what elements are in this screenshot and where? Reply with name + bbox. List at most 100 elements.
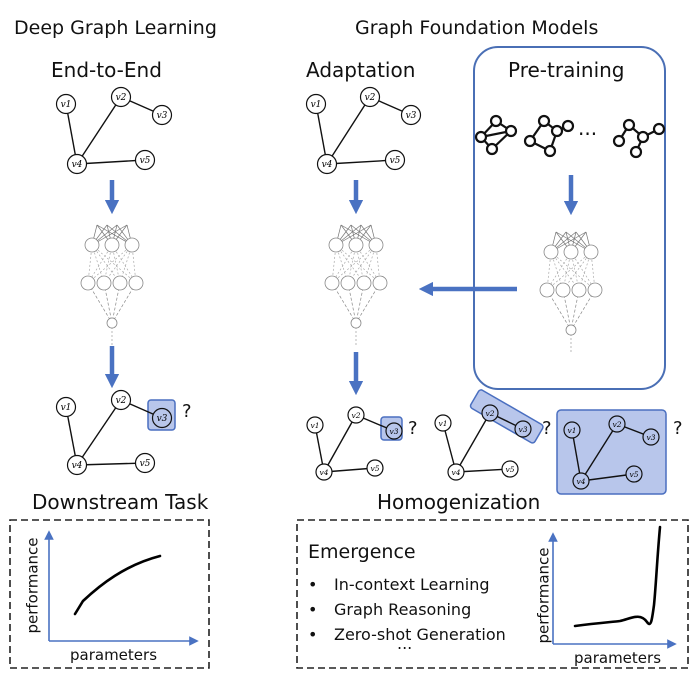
- graph-node: [572, 472, 590, 490]
- emergence-more: ...: [397, 634, 413, 653]
- question-mark-adapt-node: ?: [408, 418, 418, 439]
- left-plot-xlabel: parameters: [70, 646, 158, 664]
- output-graph-adapt-edge: v1 v2 v3 v4 v5: [434, 404, 532, 481]
- pretrain-graph-node: [523, 134, 537, 148]
- pretraining-heading: Pre-training: [508, 58, 625, 82]
- gnn-adapt: [324, 224, 388, 345]
- emergence-item: Zero-shot Generation: [308, 622, 506, 647]
- left-plot-ylabel: performance: [23, 537, 42, 634]
- pretrain-graph-node: [504, 124, 518, 138]
- graph-node: [151, 104, 173, 126]
- pretrain-graph-node: [622, 118, 636, 132]
- graph-node-label: v1: [61, 403, 72, 413]
- graph-node: [384, 149, 406, 171]
- graph-node-label: v5: [140, 156, 151, 166]
- graph-node: [305, 93, 327, 115]
- pretrain-graph-1: [474, 114, 518, 156]
- graph-node: [563, 421, 581, 439]
- graph-node-label: v4: [322, 160, 333, 170]
- pretrain-graph-node: [652, 122, 666, 136]
- graph-node: [316, 153, 338, 175]
- graph-node: [481, 404, 499, 422]
- graph-node-label: v1: [310, 421, 319, 430]
- pretrain-graph-node: [474, 130, 488, 144]
- graph-node-label: v4: [72, 461, 83, 471]
- left-plot-axes: [44, 530, 199, 646]
- graph-node: [315, 463, 333, 481]
- adaptation-heading: Adaptation: [306, 58, 416, 82]
- graph-node-label: v4: [451, 468, 460, 477]
- graph-node-label: v2: [116, 93, 127, 103]
- question-mark-adapt-graph: ?: [673, 418, 683, 439]
- graph-node-label: v4: [576, 477, 585, 486]
- graph-node-label: v5: [629, 470, 638, 479]
- graph-node-label: v4: [319, 468, 328, 477]
- pretrain-graph-node: [489, 114, 503, 128]
- pretrain-graph-node: [561, 119, 575, 133]
- emergence-item: In-context Learning: [308, 572, 506, 597]
- graph-node-label: v2: [116, 396, 127, 406]
- graph-node-label: v3: [406, 111, 417, 121]
- graph-node: [134, 149, 156, 171]
- graph-node-label: v3: [518, 425, 527, 434]
- graph-node: [366, 459, 384, 477]
- end-to-end-heading: End-to-End: [51, 58, 162, 82]
- graph-node: [55, 396, 77, 418]
- pretrain-graph-node: [612, 134, 626, 148]
- pretrain-graph-node: [629, 145, 643, 159]
- graph-node-label: v2: [485, 409, 494, 418]
- gnn-left: [80, 224, 144, 345]
- pretraining-frame: [473, 46, 666, 390]
- graph-node-label: v3: [646, 433, 655, 442]
- graph-node-label: v1: [567, 426, 576, 435]
- downstream-task-box: [9, 519, 210, 669]
- graph-node: [501, 460, 519, 478]
- pretrain-graph-node: [537, 114, 551, 128]
- graph-node-label: v5: [505, 465, 514, 474]
- gnn-pretrain: [539, 231, 603, 352]
- graph-node: [625, 465, 643, 483]
- homogenization-box: [296, 519, 689, 669]
- output-graph-adapt-graph: v1 v2 v3 v4 v5: [563, 415, 660, 490]
- graph-node-label: v5: [370, 464, 379, 473]
- pretrain-graph-node: [485, 142, 499, 156]
- emergence-list: In-context Learning Graph Reasoning Zero…: [308, 572, 506, 647]
- graph-node: [385, 422, 403, 440]
- question-mark-node-task: ?: [182, 401, 192, 422]
- pretrain-graphs-ellipsis: ...: [578, 116, 598, 140]
- right-plot-axes: [548, 532, 677, 649]
- output-graph-left: v1 v2 v3 v4 v5: [55, 389, 173, 476]
- question-mark-adapt-edge: ?: [542, 418, 552, 439]
- graph-node: [55, 93, 77, 115]
- graph-node: [134, 452, 156, 474]
- pretrain-graph-node: [636, 130, 650, 144]
- right-plot-ylabel: performance: [534, 547, 553, 644]
- right-plot-xlabel: parameters: [574, 649, 662, 667]
- graph-node-label: v1: [61, 100, 72, 110]
- graph-node-label: v1: [311, 100, 322, 110]
- graph-node: [608, 415, 626, 433]
- graph-node: [306, 416, 324, 434]
- graph-node-label: v5: [140, 459, 151, 469]
- graph-node-label: v3: [157, 414, 168, 424]
- deep-graph-learning-heading: Deep Graph Learning: [14, 17, 217, 39]
- homogenization-heading: Homogenization: [377, 490, 541, 514]
- graph-node-label: v2: [365, 93, 376, 103]
- graph-node: [110, 389, 132, 411]
- pretrain-graph-node: [550, 124, 564, 138]
- graph-node: [359, 86, 381, 108]
- graph-node-label: v2: [351, 411, 360, 420]
- right-plot-curve: [573, 525, 662, 628]
- graph-node: [347, 406, 365, 424]
- graph-node-label: v3: [157, 111, 168, 121]
- graph-node: [66, 153, 88, 175]
- graph-node: [400, 104, 422, 126]
- graph-node: [447, 463, 465, 481]
- downstream-task-heading: Downstream Task: [32, 490, 209, 514]
- graph-node-label: v4: [72, 160, 83, 170]
- graph-node: [110, 86, 132, 108]
- graph-node-label: v1: [438, 419, 447, 428]
- graph-node-label: v2: [612, 420, 621, 429]
